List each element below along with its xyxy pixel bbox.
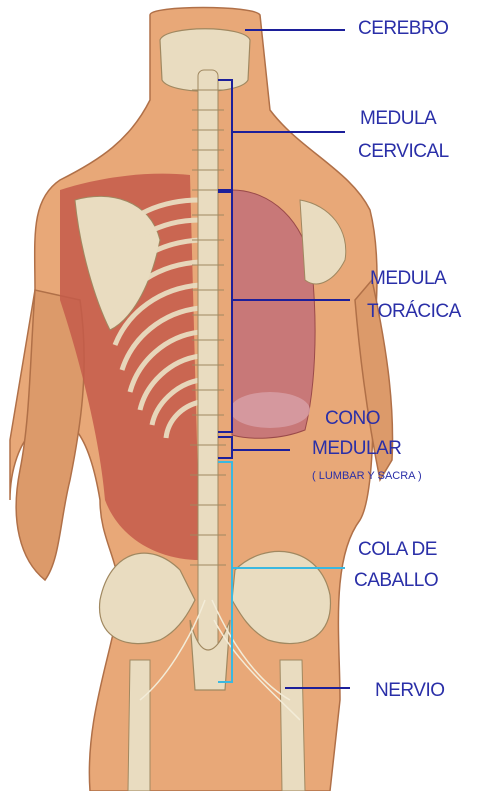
label-medula-cervical-line2: CERVICAL (358, 137, 449, 167)
label-medula-toracica-line2: TORÁCICA (367, 297, 461, 327)
label-cerebro: CEREBRO (358, 14, 448, 44)
label-medula-toracica-line1: MEDULA (370, 264, 446, 294)
diaphragm (230, 392, 310, 428)
label-cola-caballo-line1: COLA DE (358, 535, 437, 565)
label-cola-caballo-line2: CABALLO (354, 566, 438, 596)
label-medula-cervical-line1: MEDULA (360, 104, 436, 134)
label-cono-medular-line3: ( LUMBAR Y SACRA ) (312, 469, 422, 483)
label-cono-medular-line1: CONO (325, 404, 380, 434)
label-cono-medular-line2: MEDULAR (312, 434, 401, 464)
label-nervio: NERVIO (375, 676, 445, 706)
